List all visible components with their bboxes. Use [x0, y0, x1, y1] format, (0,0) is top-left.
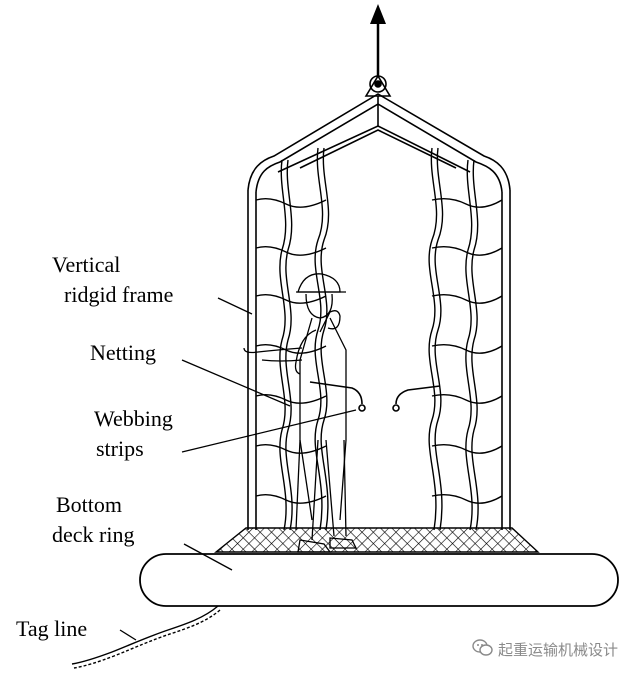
label-netting: Netting — [90, 340, 156, 365]
lift-arrow — [370, 4, 386, 76]
label-vertical-frame-2: ridgid frame — [64, 282, 174, 307]
netting-right — [428, 147, 503, 531]
bottom-deck-ring — [139, 553, 619, 607]
leader-bottom-ring — [183, 543, 233, 571]
leader-lines — [119, 297, 357, 641]
label-webbing-2: strips — [96, 436, 144, 461]
netting-left — [255, 147, 330, 531]
tag-line — [71, 605, 221, 669]
deck-mesh — [214, 527, 540, 553]
label-webbing-1: Webbing — [94, 406, 173, 431]
top-frame — [247, 93, 511, 193]
leader-vertical-frame — [217, 297, 253, 315]
leader-tag-line — [119, 629, 137, 641]
label-vertical-frame-1: Vertical — [52, 252, 121, 277]
vertical-frame-posts — [247, 190, 511, 530]
leader-webbing — [181, 409, 357, 453]
label-bottom-ring-1: Bottom — [56, 492, 123, 517]
watermark-text: 起重运输机械设计 — [498, 641, 619, 659]
worker-figure — [243, 273, 358, 553]
wechat-icon — [472, 639, 493, 656]
label-tag-line: Tag line — [16, 616, 88, 641]
label-bottom-ring-2: deck ring — [52, 522, 135, 547]
webbing-strips — [309, 381, 441, 412]
lifting-shackle — [364, 74, 392, 97]
leader-netting — [181, 359, 291, 407]
